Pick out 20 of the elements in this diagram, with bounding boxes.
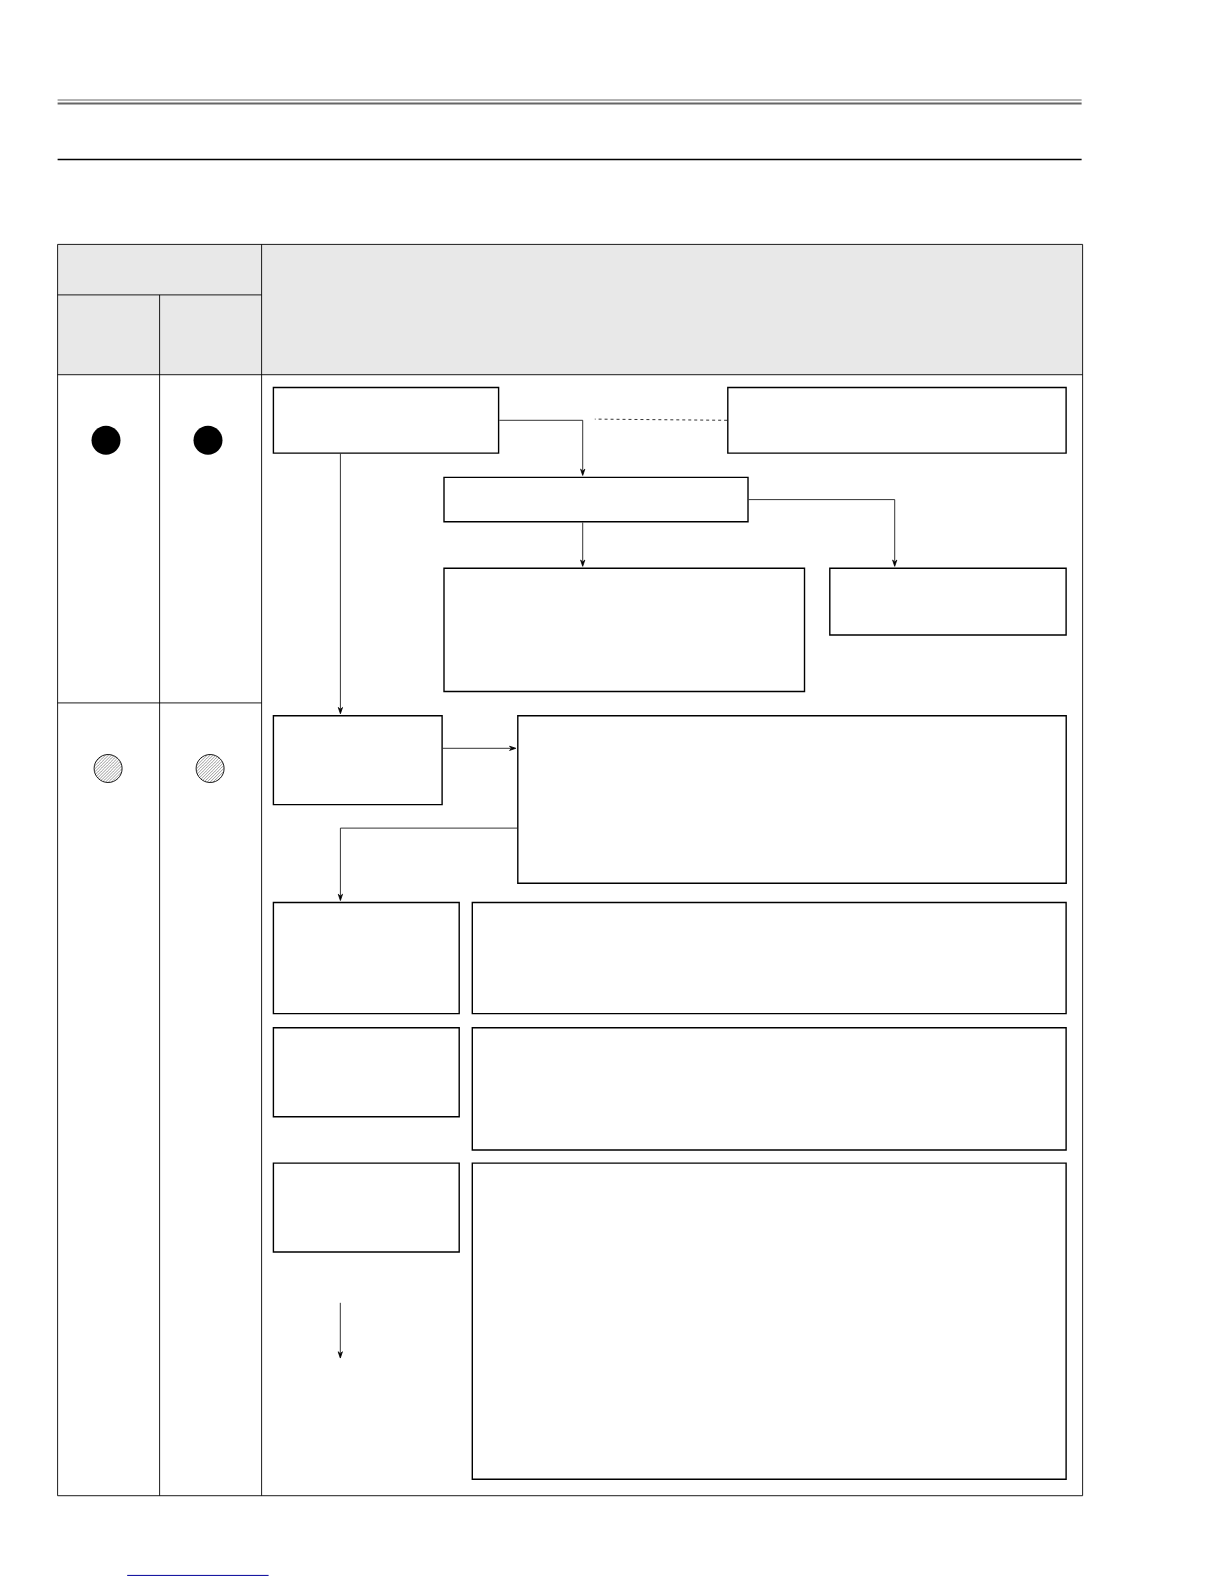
process-box [272, 1162, 460, 1253]
process-box [443, 476, 749, 523]
arrow [580, 522, 586, 567]
process-box [272, 901, 460, 1015]
arrow [498, 419, 586, 476]
process-box [272, 386, 500, 454]
process-box [727, 386, 1067, 454]
arrow [337, 827, 518, 901]
arrow [748, 499, 898, 567]
process-box [829, 567, 1067, 636]
arrow [442, 745, 517, 751]
arrow [337, 453, 343, 715]
process-box [443, 567, 806, 693]
dashed-line [594, 418, 728, 421]
process-box [471, 901, 1067, 1015]
process-box [471, 1027, 1067, 1151]
process-box [272, 715, 443, 806]
process-box [272, 1027, 460, 1118]
process-box [471, 1162, 1067, 1480]
process-box [517, 715, 1067, 884]
